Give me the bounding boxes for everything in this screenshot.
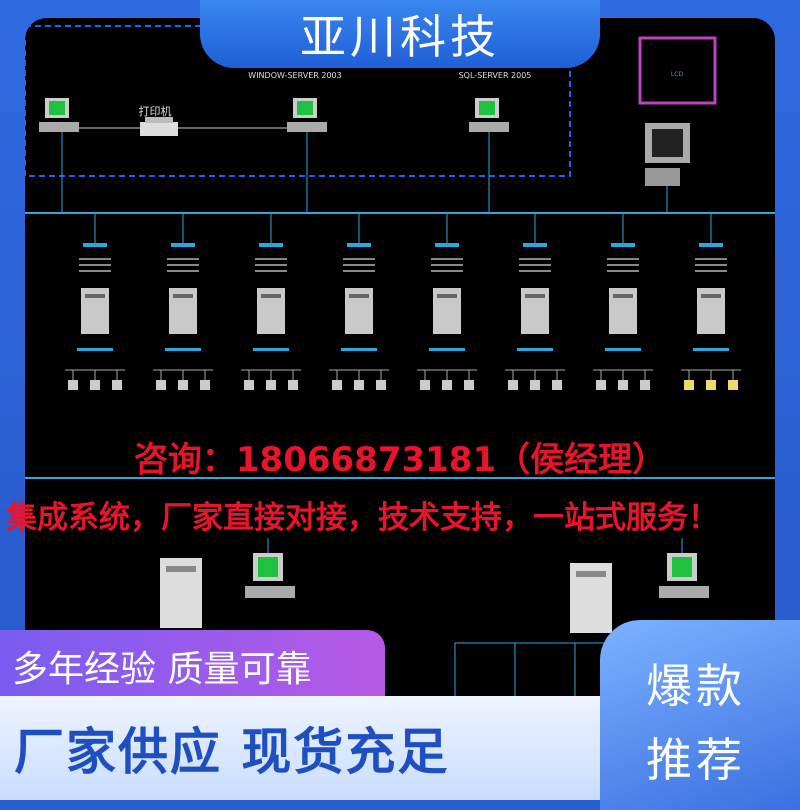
field-device [68, 380, 78, 390]
lower-workstation-right [659, 553, 709, 598]
field-device [244, 380, 254, 390]
experience-text: 多年经验 质量可靠 [12, 649, 312, 690]
hot-line-2: 推荐 [646, 733, 746, 787]
field-device [442, 380, 452, 390]
service-line: 集成系统，厂家直接对接，技术支持，一站式服务！ [6, 500, 719, 536]
display-box [638, 36, 717, 105]
field-device [684, 380, 694, 390]
server-node [681, 213, 741, 390]
server-node [593, 213, 653, 390]
lower-server-right [570, 563, 612, 633]
hot-recommend-badge: 爆款 推荐 [600, 620, 800, 810]
server-node [65, 213, 125, 390]
workstation-1 [39, 98, 79, 132]
label-window-server: WINDOW-SERVER 2003 [248, 71, 341, 80]
field-device [530, 380, 540, 390]
diagram-canvas: LCD WINDOW-SERVER 2003 SQL-SERVER 2005 打… [25, 18, 775, 718]
contact-line: 咨询：18066873181（侯经理） [133, 440, 667, 480]
server-node [153, 213, 213, 390]
field-device [112, 380, 122, 390]
monitor-icon-right [645, 123, 690, 186]
printer-icon [140, 117, 178, 136]
supply-text: 厂家供应 现货充足 [14, 723, 450, 781]
server-node [417, 213, 477, 390]
workstation-2 [287, 98, 327, 132]
field-device [200, 380, 210, 390]
network-diagram: LCD WINDOW-SERVER 2003 SQL-SERVER 2005 打… [25, 25, 775, 704]
field-device [90, 380, 100, 390]
server-node [241, 213, 301, 390]
svg-text:LCD: LCD [671, 71, 684, 78]
field-device [420, 380, 430, 390]
field-device [552, 380, 562, 390]
field-device [706, 380, 716, 390]
field-device [266, 380, 276, 390]
hot-line-1: 爆款 [646, 659, 746, 713]
lower-server-left [160, 558, 202, 628]
field-device [178, 380, 188, 390]
field-device [596, 380, 606, 390]
field-device [376, 380, 386, 390]
brand-title: 亚川科技 [200, 0, 600, 68]
label-sql-server: SQL-SERVER 2005 [459, 71, 532, 80]
experience-band: 多年经验 质量可靠 [0, 630, 385, 700]
field-device [640, 380, 650, 390]
lower-workstation-left [245, 553, 295, 598]
workstation-3 [469, 98, 509, 132]
label-printer: 打印机 [139, 104, 172, 118]
server-nodes [65, 213, 741, 390]
field-device [728, 380, 738, 390]
field-device [288, 380, 298, 390]
field-device [354, 380, 364, 390]
field-device [464, 380, 474, 390]
server-node [329, 213, 389, 390]
field-device [156, 380, 166, 390]
field-device [618, 380, 628, 390]
field-device [508, 380, 518, 390]
server-node [505, 213, 565, 390]
field-device [332, 380, 342, 390]
